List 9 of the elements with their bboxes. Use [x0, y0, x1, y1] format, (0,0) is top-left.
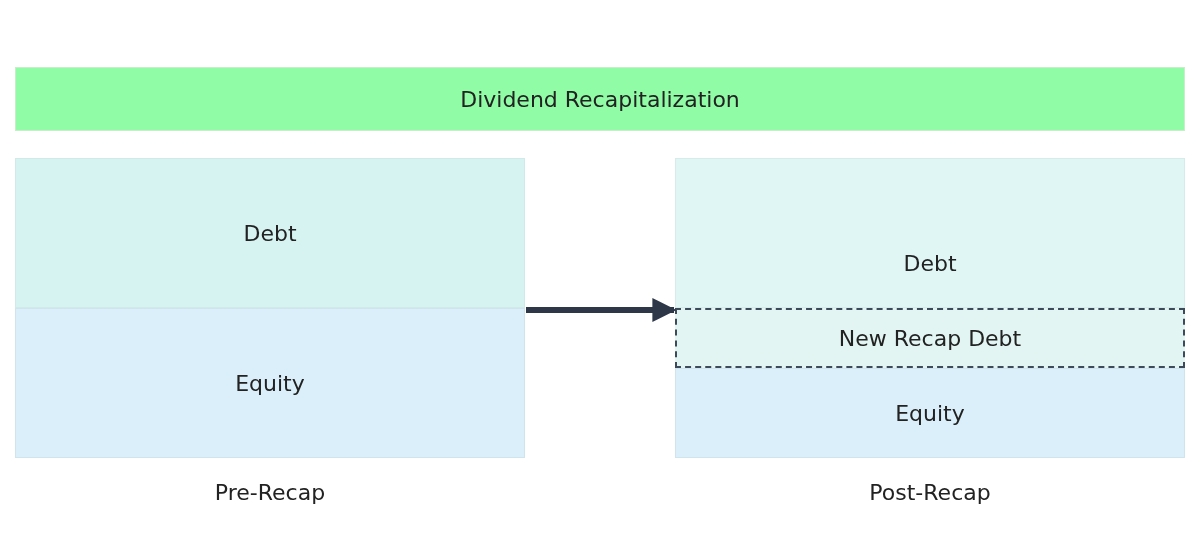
stack-caption: Pre-Recap [213, 480, 327, 505]
equity-block: Equity [15, 308, 525, 458]
debt-block: Debt [15, 158, 525, 308]
equity-block: Equity [675, 368, 1185, 458]
arrow [526, 298, 677, 322]
stack-caption: Post-Recap [868, 480, 992, 505]
new-debt-block: New Recap Debt [675, 308, 1185, 368]
title-band: Dividend Recapitalization [15, 67, 1185, 131]
debt-block: Debt [675, 158, 1185, 308]
